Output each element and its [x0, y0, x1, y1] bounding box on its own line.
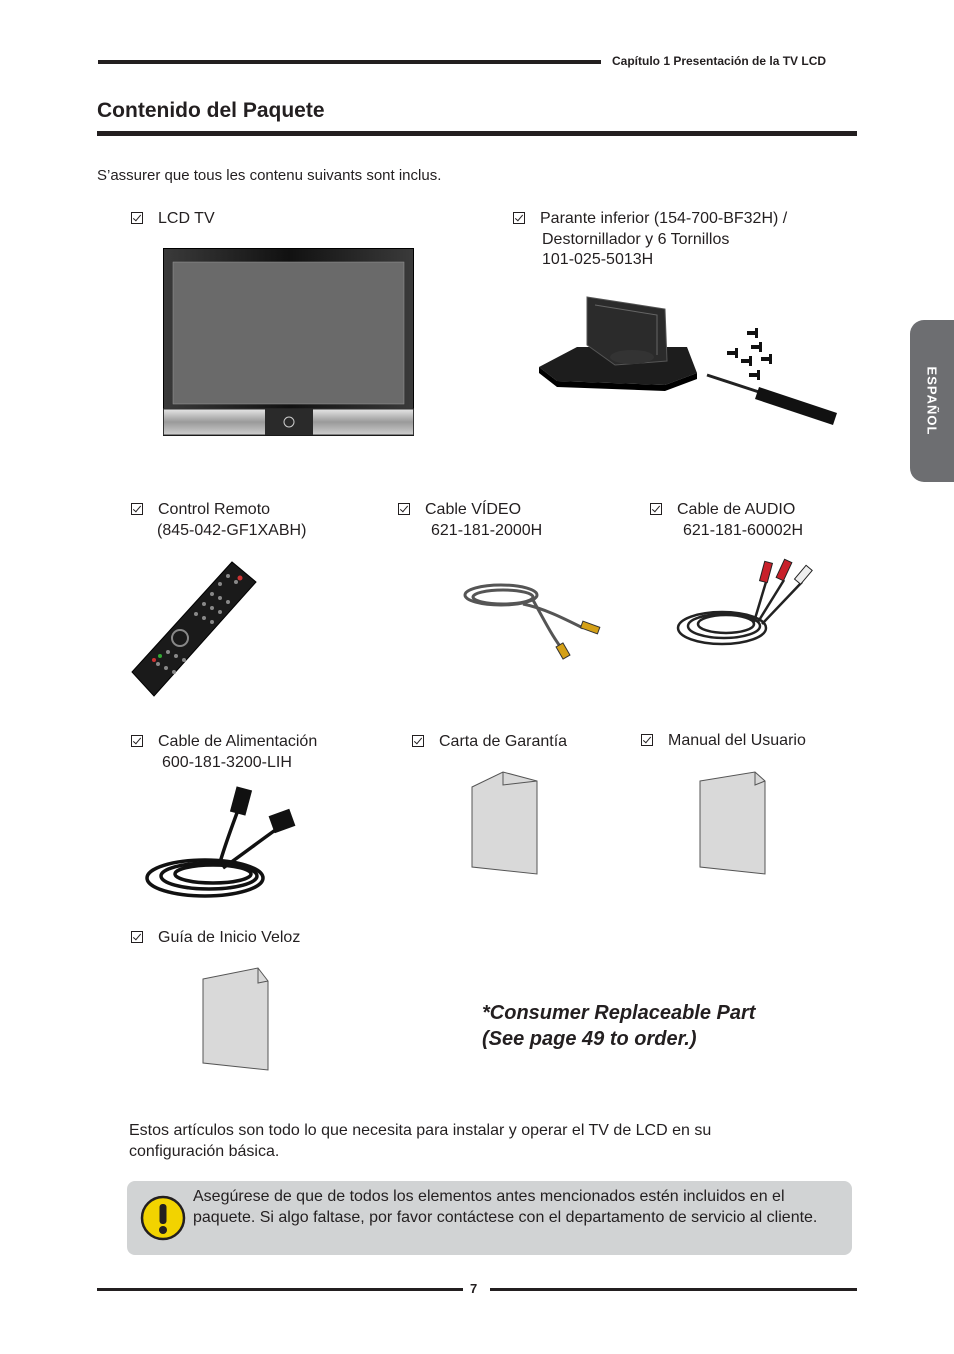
- quick-guide-image: [202, 967, 269, 1071]
- stand-screwdriver-image: [539, 296, 837, 425]
- audio-cable-image: [676, 558, 813, 646]
- warranty-card-image: [471, 771, 538, 875]
- footer-rule-left: [97, 1288, 463, 1291]
- warning-box: [127, 1181, 852, 1255]
- chapter-header: Capítulo 1 Presentación de la TV LCD: [612, 54, 827, 68]
- checkbox-icon: [131, 735, 143, 747]
- language-tab-label: ESPAÑOL: [924, 366, 940, 436]
- checkbox-icon: [650, 503, 662, 515]
- language-tab: ESPAÑOL: [910, 320, 954, 482]
- page-number: 7: [470, 1281, 478, 1296]
- replaceable-part-notice: *Consumer Replaceable Part (See page 49 …: [482, 1002, 756, 1050]
- closing-paragraph: Estos artículos son todo lo que necesita…: [129, 1122, 712, 1160]
- checkbox-icon: [513, 212, 525, 224]
- section-title: Contenido del Paquete: [97, 99, 325, 122]
- item-audio-cable: Cable de AUDIO 621-181-60002H: [650, 500, 803, 541]
- checkbox-icon: [131, 503, 143, 515]
- warning-icon: [140, 1195, 186, 1241]
- checkbox-icon: [412, 735, 424, 747]
- item-warranty: Carta de Garantía: [412, 732, 567, 753]
- user-manual-image: [699, 771, 766, 875]
- item-quick-guide: Guía de Inicio Veloz: [131, 928, 300, 949]
- item-lcd-tv: LCD TV: [131, 209, 215, 230]
- title-rule: [97, 131, 857, 136]
- warning-text: Asegúrese de que de todos los elementos …: [193, 1188, 818, 1226]
- lcd-tv-image: [163, 248, 414, 436]
- item-power-cable: Cable de Alimentación 600-181-3200-LIH: [131, 732, 317, 773]
- checkbox-icon: [131, 212, 143, 224]
- checkbox-icon: [641, 734, 653, 746]
- remote-control-image: [131, 561, 257, 697]
- video-cable-image: [463, 583, 601, 660]
- item-manual: Manual del Usuario: [641, 731, 806, 752]
- footer-rule-right: [490, 1288, 857, 1291]
- item-video-cable: Cable VÍDEO 621-181-2000H: [398, 500, 542, 541]
- checkbox-icon: [398, 503, 410, 515]
- item-stand: Parante inferior (154-700-BF32H) / Desto…: [513, 209, 787, 271]
- header-rule: [98, 60, 601, 64]
- power-cable-image: [145, 786, 296, 898]
- checkbox-icon: [131, 931, 143, 943]
- item-remote: Control Remoto (845-042-GF1XABH): [131, 500, 306, 541]
- intro-text: S’assurer que tous les contenu suivants …: [97, 167, 442, 184]
